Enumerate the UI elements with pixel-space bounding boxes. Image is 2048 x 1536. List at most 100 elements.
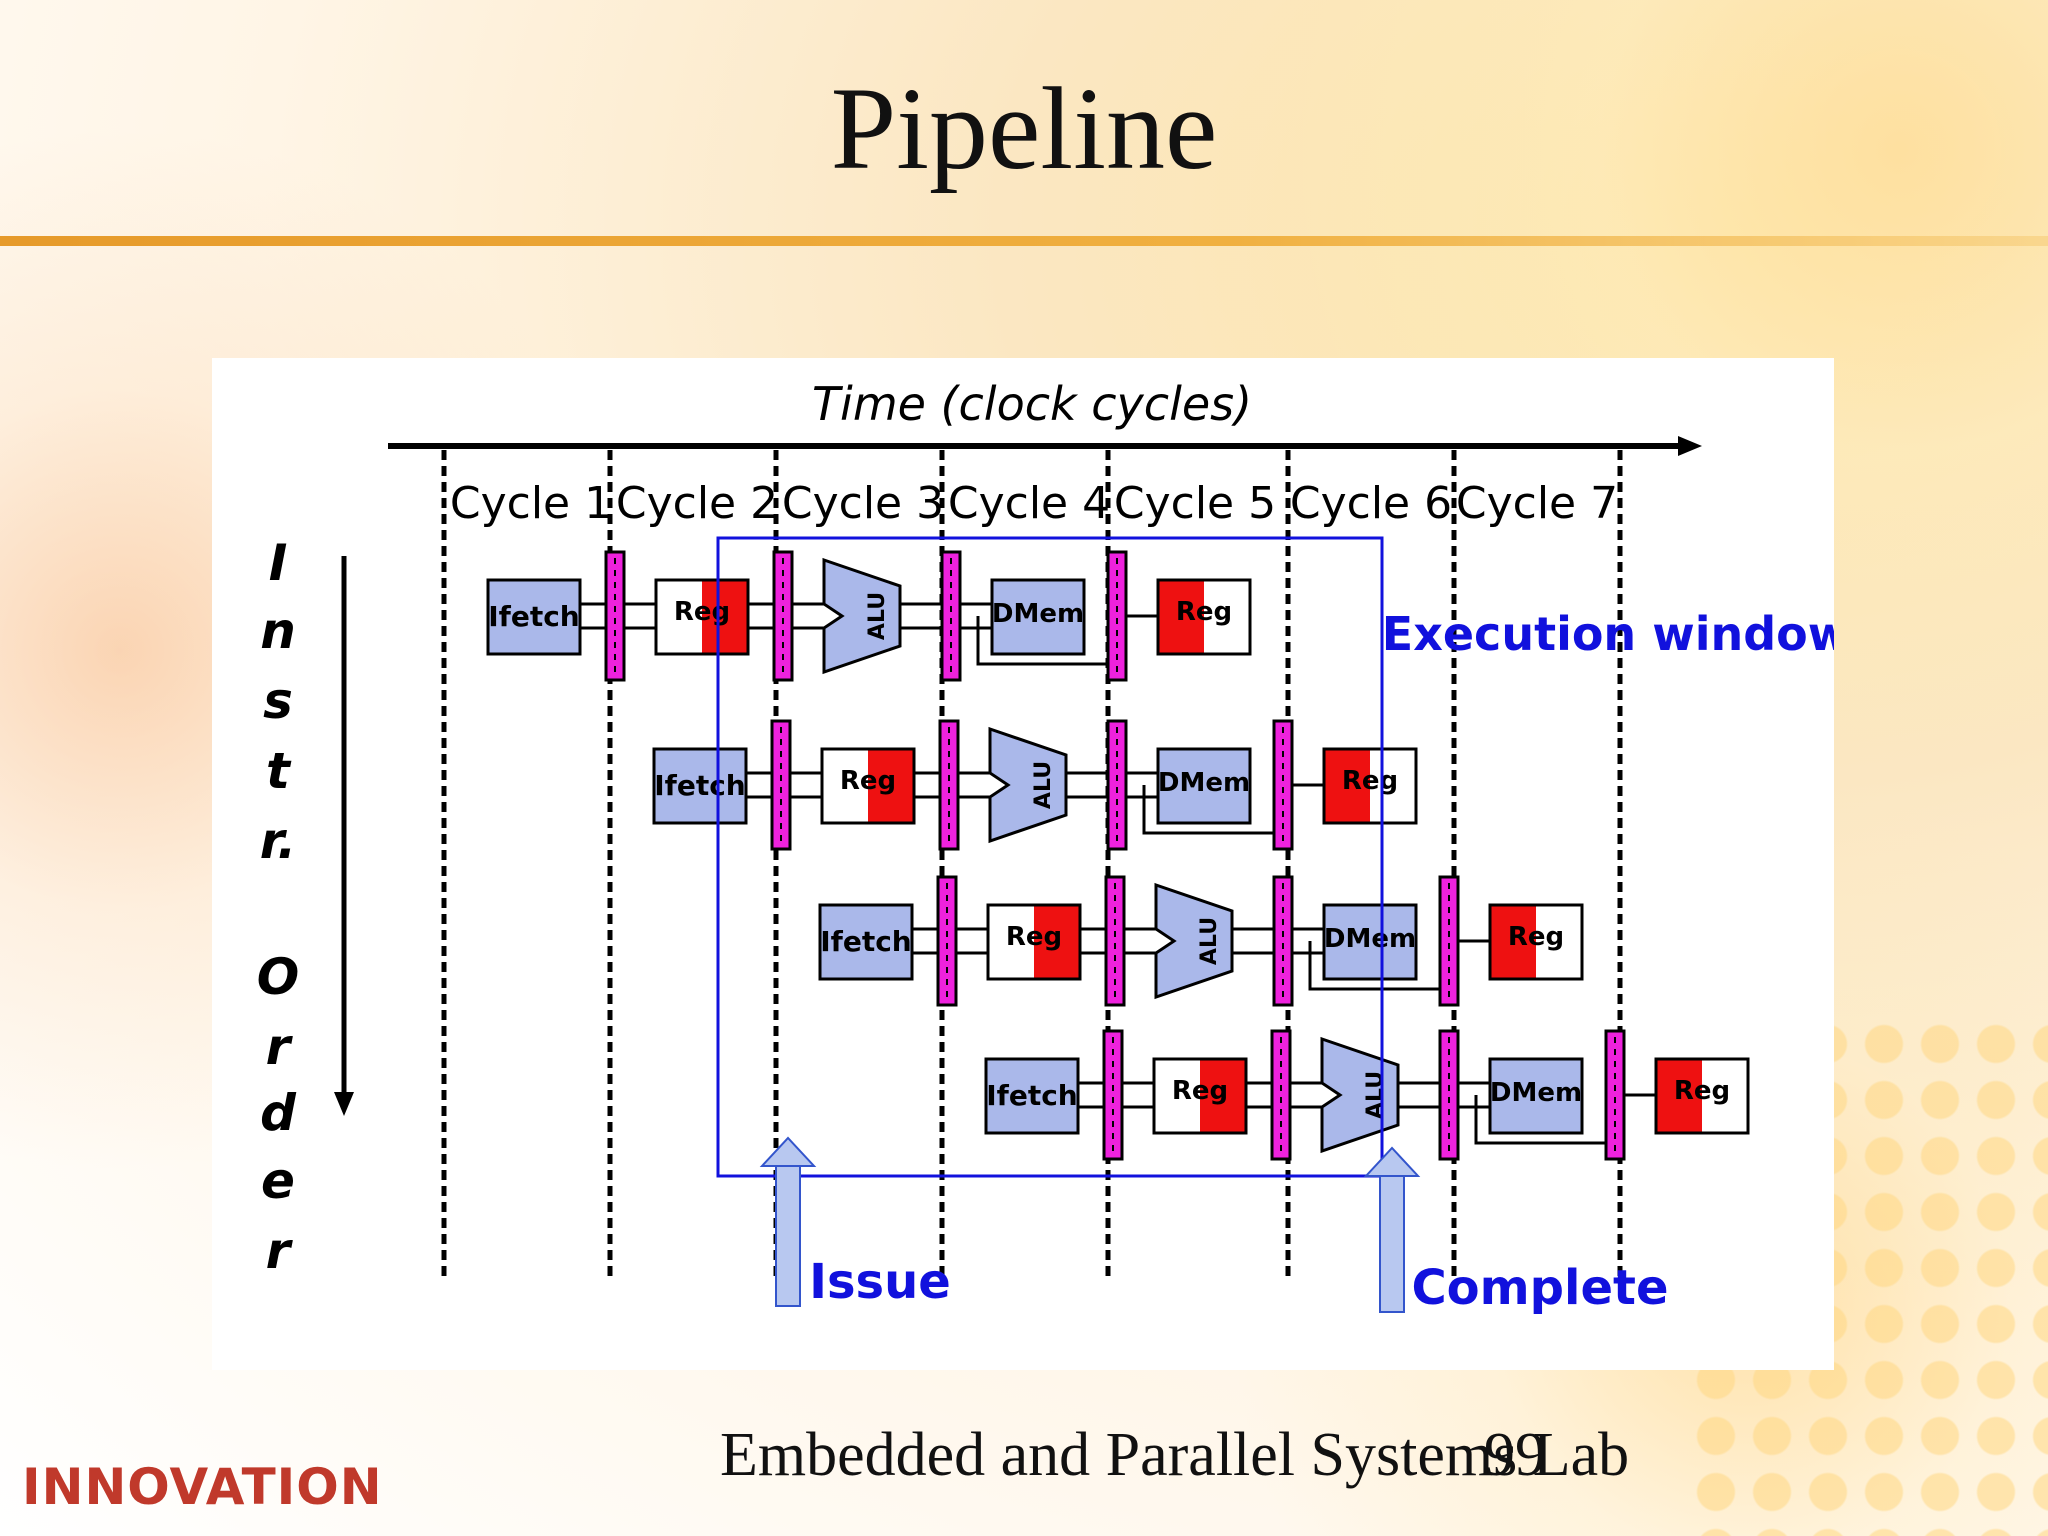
order-axis-letter: I [269, 534, 288, 592]
order-axis-letter: d [260, 1084, 297, 1142]
pipeline-latch [936, 875, 958, 1007]
cycle-label: Cycle 2 [616, 478, 778, 529]
pipeline-latch [940, 550, 962, 682]
order-axis-letter: r. [260, 812, 297, 870]
order-axis-arrowhead [334, 1092, 354, 1116]
page-number: 99 [1484, 1421, 1546, 1489]
ifetch-label: Ifetch [654, 769, 746, 802]
pipeline-latch [1104, 875, 1126, 1007]
reg-write-border [1488, 903, 1584, 981]
order-axis-letter: t [266, 742, 292, 800]
ifetch-label: Ifetch [820, 925, 912, 958]
pipeline-latch [1438, 875, 1460, 1007]
alu-label: ALU [1197, 917, 1222, 965]
instruction-row: Ifetch Reg ALU DMem Reg [652, 719, 1418, 851]
pipeline-latch [1106, 719, 1128, 851]
alu-label: ALU [865, 592, 890, 640]
pipeline-latch [772, 550, 794, 682]
instruction-row: Ifetch Reg ALU DMem Reg [818, 875, 1584, 1007]
reg-write-label: Reg [1674, 1076, 1730, 1106]
ifetch-stage [984, 1057, 1080, 1135]
dmem-label: DMem [1490, 1078, 1582, 1108]
complete-label: Complete [1411, 1260, 1668, 1316]
execution-window-label: Execution window [1382, 607, 1834, 661]
alu-stage [1320, 1036, 1400, 1154]
reg-read-shade [1200, 1059, 1246, 1133]
cycle-label: Cycle 3 [782, 478, 944, 529]
reg-read-border [1152, 1057, 1248, 1135]
reg-read-border [986, 903, 1082, 981]
reg-read-shade [868, 749, 914, 823]
complete-arrow [1363, 1146, 1421, 1313]
pipeline-latch [1272, 875, 1294, 1007]
reg-read-label: Reg [1006, 922, 1062, 952]
reg-write-shade [1324, 749, 1370, 823]
ifetch-label: Ifetch [986, 1079, 1078, 1112]
cycle-label: Cycle 1 [450, 478, 612, 529]
reg-write-label: Reg [1508, 922, 1564, 952]
innovation-logo: INNOVATION [22, 1458, 383, 1516]
reg-write-label: Reg [1342, 766, 1398, 796]
execution-window-box [716, 536, 1384, 1178]
pipeline-latch [770, 719, 792, 851]
slide-title: Pipeline [830, 63, 1218, 194]
reg-read-border [654, 578, 750, 656]
reg-write-shade [1490, 905, 1536, 979]
cycle-label: Cycle 4 [948, 478, 1110, 529]
dmem-label: DMem [992, 599, 1084, 629]
dmem-label: DMem [1324, 924, 1416, 954]
title-divider [0, 236, 2048, 246]
alu-stage [822, 557, 902, 675]
alu-label: ALU [1363, 1071, 1388, 1119]
reg-write-shade [1158, 580, 1204, 654]
dmem-stage [990, 578, 1086, 656]
pipeline-latch [604, 550, 626, 682]
pipeline-latch [1438, 1029, 1460, 1161]
dmem-stage [1322, 903, 1418, 981]
order-axis-letter: r [266, 1222, 294, 1280]
instruction-row: Ifetch Reg ALU DMem Reg [486, 550, 1252, 682]
pipeline-latch [1270, 1029, 1292, 1161]
cycle-label: Cycle 6 [1290, 478, 1452, 529]
order-axis-letter: O [257, 948, 300, 1006]
issue-label: Issue [809, 1254, 951, 1310]
reg-read-shade [1034, 905, 1080, 979]
instruction-row: Ifetch Reg ALU DMem Reg [984, 1029, 1750, 1161]
reg-write-border [1654, 1057, 1750, 1135]
time-axis-label: Time (clock cycles) [812, 377, 1252, 431]
reg-read-shade [702, 580, 748, 654]
reg-write-label: Reg [1176, 597, 1232, 627]
time-axis-arrowhead [1678, 436, 1702, 456]
dmem-stage [1156, 747, 1252, 825]
ifetch-stage [818, 903, 914, 981]
reg-write-border [1156, 578, 1252, 656]
order-axis-letter: n [260, 602, 296, 660]
ifetch-stage [486, 578, 582, 656]
order-axis-letter: e [261, 1152, 295, 1210]
alu-stage [988, 726, 1068, 844]
issue-arrow [759, 1136, 817, 1307]
pipeline-latch [1102, 1029, 1124, 1161]
reg-read-label: Reg [1172, 1076, 1228, 1106]
pipeline-latch [1272, 719, 1294, 851]
pipeline-latch [1604, 1029, 1626, 1161]
dmem-stage [1488, 1057, 1584, 1135]
order-axis-letter: s [263, 672, 293, 730]
pipeline-latch [938, 719, 960, 851]
alu-stage [1154, 882, 1234, 1000]
reg-read-border [820, 747, 916, 825]
cycle-label: Cycle 5 [1114, 478, 1276, 529]
ifetch-stage [652, 747, 748, 825]
reg-write-shade [1656, 1059, 1702, 1133]
reg-write-border [1322, 747, 1418, 825]
footer-lab-name: Embedded and Parallel Systems Lab [720, 1421, 1630, 1489]
cycle-label: Cycle 7 [1456, 478, 1618, 529]
reg-read-label: Reg [674, 597, 730, 627]
ifetch-label: Ifetch [488, 600, 580, 633]
dmem-label: DMem [1158, 768, 1250, 798]
order-axis-letter: r [266, 1018, 294, 1076]
reg-read-label: Reg [840, 766, 896, 796]
alu-label: ALU [1031, 761, 1056, 809]
